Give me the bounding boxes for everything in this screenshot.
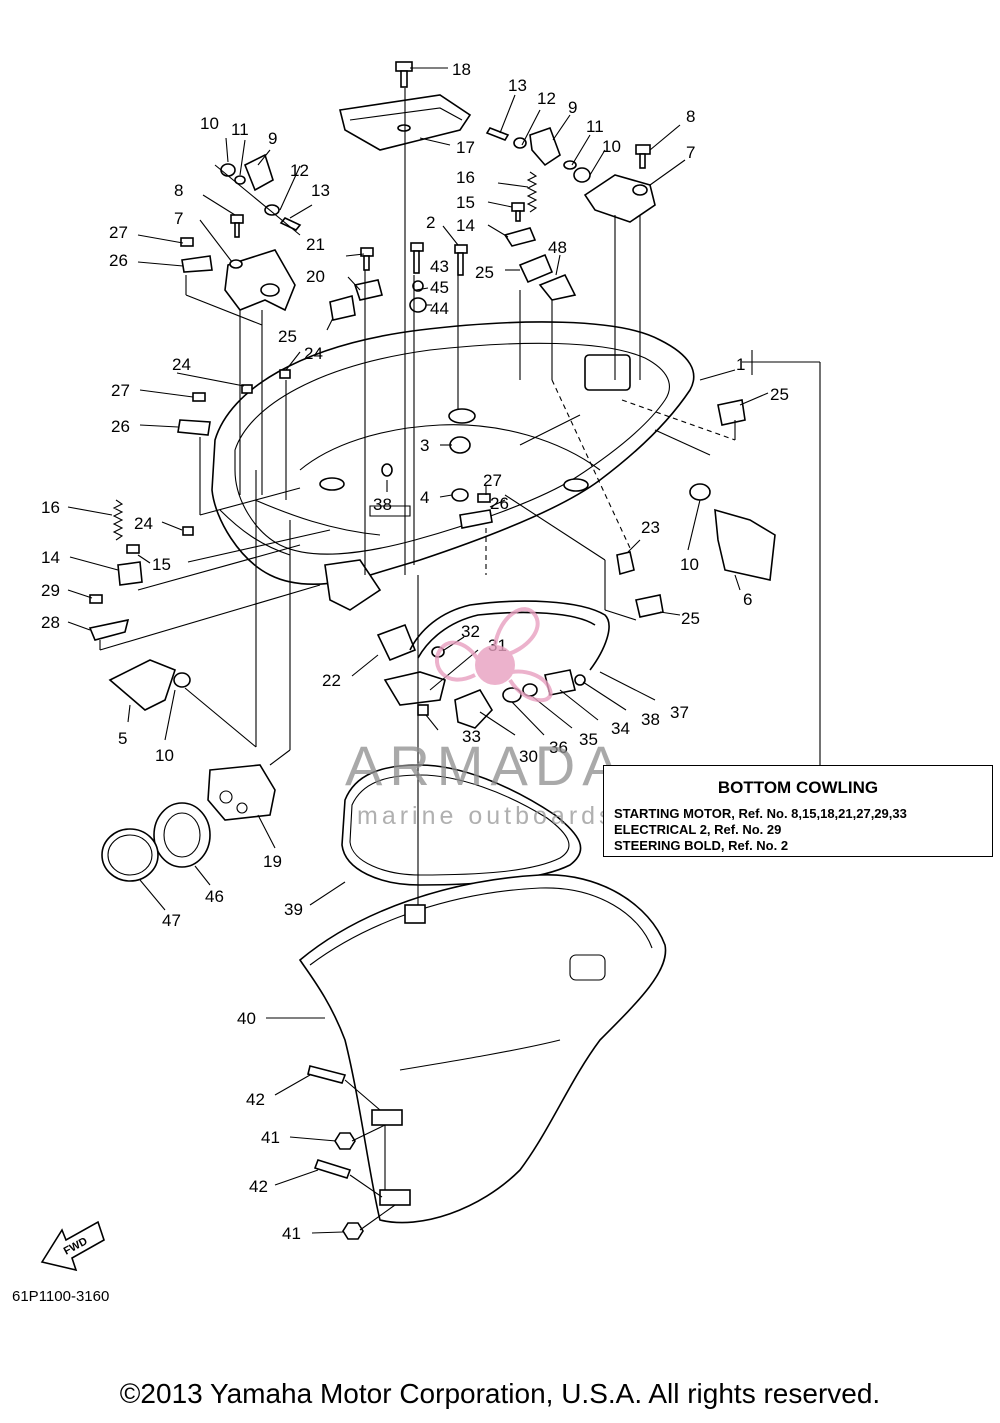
callout-19: 19 xyxy=(263,852,282,871)
callout-30: 30 xyxy=(519,747,538,766)
callout-10: 10 xyxy=(680,555,699,574)
callout-27: 27 xyxy=(111,381,130,400)
callout-16: 16 xyxy=(456,168,475,187)
callout-39: 39 xyxy=(284,900,303,919)
watermark-name: ARMADA xyxy=(345,734,627,797)
callout-7: 7 xyxy=(174,209,183,228)
callout-2: 2 xyxy=(426,213,435,232)
callout-10: 10 xyxy=(602,137,621,156)
callout-25: 25 xyxy=(770,385,789,404)
left-bracket-assembly xyxy=(214,153,302,312)
watermark-subtitle: marine outboards xyxy=(357,802,616,830)
callout-11: 11 xyxy=(231,120,249,139)
callout-47: 47 xyxy=(162,911,181,930)
callout-34: 34 xyxy=(611,719,630,738)
legend-row-electrical: ELECTRICAL 2, Ref. No. 29 xyxy=(614,822,782,837)
callout-numbers: 18 17 13 12 9 11 10 8 7 16 15 14 2 43 45… xyxy=(41,60,789,1243)
callout-20: 20 xyxy=(306,267,325,286)
callout-27: 27 xyxy=(483,471,502,490)
callout-17: 17 xyxy=(456,138,475,157)
callout-14: 14 xyxy=(456,216,475,235)
callout-24: 24 xyxy=(304,344,323,363)
callout-35: 35 xyxy=(579,730,598,749)
part-40-lower-cowling xyxy=(298,874,667,1224)
callout-38: 38 xyxy=(373,495,392,514)
bottom-cowling-tray xyxy=(211,321,695,611)
watermark-propeller-icon xyxy=(434,607,553,703)
callout-7: 7 xyxy=(686,143,695,162)
callout-11: 11 xyxy=(586,117,604,136)
callout-36: 36 xyxy=(549,738,568,757)
callout-5: 5 xyxy=(118,729,127,748)
callout-32: 32 xyxy=(461,622,480,641)
part-18-bolt xyxy=(395,61,413,88)
part-39-gasket xyxy=(341,764,582,886)
callout-8: 8 xyxy=(686,107,695,126)
callout-40: 40 xyxy=(237,1009,256,1028)
callout-26: 26 xyxy=(109,251,128,270)
callout-38: 38 xyxy=(641,710,660,729)
callout-43: 43 xyxy=(430,257,449,276)
copyright-notice: ©2013 Yamaha Motor Corporation, U.S.A. A… xyxy=(119,1378,881,1409)
callout-28: 28 xyxy=(41,613,60,632)
spring-parts xyxy=(112,171,538,541)
callout-3: 3 xyxy=(420,436,429,455)
fwd-arrow-icon: FWD xyxy=(40,1220,105,1272)
right-bracket-assembly xyxy=(485,126,656,223)
legend-row-steering: STEERING BOLD, Ref. No. 2 xyxy=(614,838,789,853)
callout-24: 24 xyxy=(134,514,153,533)
callout-46: 46 xyxy=(205,887,224,906)
callout-44: 44 xyxy=(430,299,449,318)
callout-42: 42 xyxy=(249,1177,268,1196)
callout-33: 33 xyxy=(462,727,481,746)
callout-41: 41 xyxy=(261,1128,280,1147)
legend-title: BOTTOM COWLING xyxy=(717,778,879,797)
callout-9: 9 xyxy=(268,129,277,148)
callout-48: 48 xyxy=(548,238,567,257)
bolts-and-nuts xyxy=(307,1065,364,1240)
callout-45: 45 xyxy=(430,278,449,297)
callout-24: 24 xyxy=(172,355,191,374)
callout-12: 12 xyxy=(537,89,556,108)
small-hardware-parts xyxy=(88,202,776,711)
callout-4: 4 xyxy=(420,488,429,507)
callout-26: 26 xyxy=(111,417,130,436)
callout-16: 16 xyxy=(41,498,60,517)
callout-27: 27 xyxy=(109,223,128,242)
callout-41: 41 xyxy=(282,1224,301,1243)
callout-42: 42 xyxy=(246,1090,265,1109)
diagram-part-code: 61P1100-3160 xyxy=(12,1288,110,1305)
callout-21: 21 xyxy=(306,235,325,254)
callout-12: 12 xyxy=(290,161,309,180)
callout-25: 25 xyxy=(475,263,494,282)
callout-14: 14 xyxy=(41,548,60,567)
callout-23: 23 xyxy=(641,518,660,537)
callout-10: 10 xyxy=(200,114,219,133)
callout-18: 18 xyxy=(452,60,471,79)
callout-15: 15 xyxy=(152,555,171,574)
callout-25: 25 xyxy=(278,327,297,346)
callout-37: 37 xyxy=(670,703,689,722)
leader-lines xyxy=(67,67,821,1234)
callout-10: 10 xyxy=(155,746,174,765)
callout-22: 22 xyxy=(322,671,341,690)
legend-box: BOTTOM COWLING STARTING MOTOR, Ref. No. … xyxy=(603,765,993,857)
starter-button-and-grommet xyxy=(101,764,276,882)
callout-26: 26 xyxy=(490,494,509,513)
callout-15: 15 xyxy=(456,193,475,212)
hose-fittings xyxy=(376,600,610,729)
callout-1: 1 xyxy=(736,355,745,374)
callout-6: 6 xyxy=(743,590,752,609)
callout-13: 13 xyxy=(508,76,527,95)
callout-8: 8 xyxy=(174,181,183,200)
callout-29: 29 xyxy=(41,581,60,600)
callout-9: 9 xyxy=(568,98,577,117)
legend-row-starting-motor: STARTING MOTOR, Ref. No. 8,15,18,21,27,2… xyxy=(614,806,907,821)
callout-25: 25 xyxy=(681,609,700,628)
callout-13: 13 xyxy=(311,181,330,200)
